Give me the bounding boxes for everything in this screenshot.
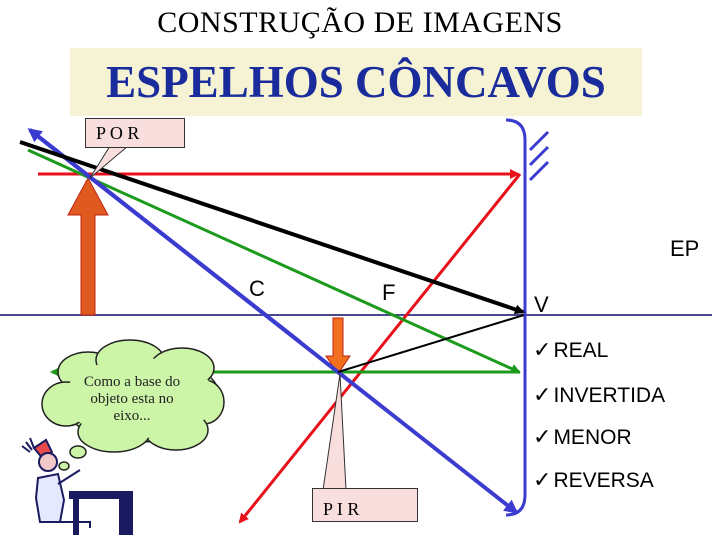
object-arrow xyxy=(67,176,109,316)
property-menor: ✓MENOR xyxy=(533,425,632,450)
image-label-box: P I R xyxy=(312,488,418,522)
subtitle: ESPELHOS CÔNCAVOS xyxy=(106,57,606,107)
thought-cloud-fill xyxy=(64,358,216,438)
property-invertida-text: INVERTIDA xyxy=(553,384,666,407)
title: CONSTRUÇÃO DE IMAGENS xyxy=(157,6,563,39)
center-of-curvature-label: C xyxy=(249,276,265,301)
property-real-text: REAL xyxy=(553,339,609,362)
black-ray-reflected xyxy=(337,314,525,373)
vertex-label: V xyxy=(534,292,549,317)
property-reversa-text: REVERSA xyxy=(553,469,654,492)
property-real: ✓REAL xyxy=(533,338,608,363)
thought-bubble-text: Como a base do objeto esta no eixo... xyxy=(83,374,181,424)
green-ray-incident xyxy=(27,148,521,374)
thinking-person-icon xyxy=(21,437,133,535)
mirror-hatching xyxy=(528,130,550,182)
subtitle-background xyxy=(70,48,642,116)
focus-label: F xyxy=(382,280,396,305)
black-ray xyxy=(19,140,525,315)
image-arrow xyxy=(325,317,351,375)
blue-ray-return xyxy=(27,128,302,344)
image-callout-pointer xyxy=(322,373,347,491)
principal-axis-label: EP xyxy=(670,236,700,261)
checkmark-icon: ✓ xyxy=(533,338,552,363)
checkmark-icon: ✓ xyxy=(533,383,552,408)
property-menor-text: MENOR xyxy=(553,426,632,449)
object-label-box: P O R xyxy=(85,118,185,148)
red-ray-reflected xyxy=(238,173,522,524)
property-reversa: ✓REVERSA xyxy=(533,468,654,493)
checkmark-icon: ✓ xyxy=(533,425,552,450)
property-invertida: ✓INVERTIDA xyxy=(533,383,665,408)
checkmark-icon: ✓ xyxy=(533,468,552,493)
